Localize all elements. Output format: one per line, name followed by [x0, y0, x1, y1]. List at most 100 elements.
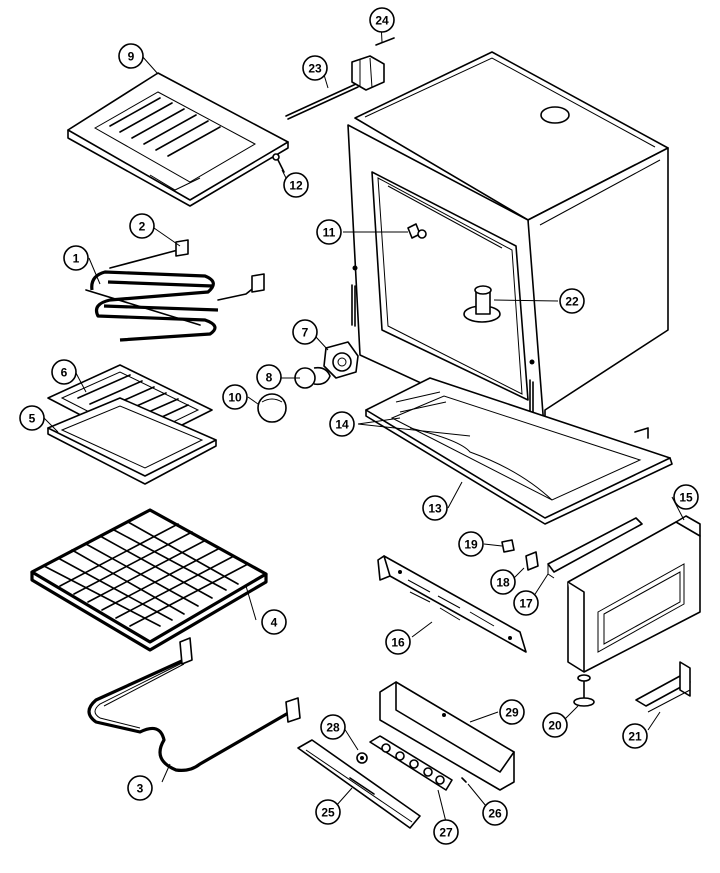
callout-bubble: [63, 245, 89, 271]
bake-element: [87, 637, 301, 772]
callout-bubble: [19, 405, 45, 431]
callout-number: 29: [505, 705, 519, 719]
callout-number: 19: [464, 537, 478, 551]
callout-24: 24: [369, 7, 395, 33]
broil-element: [85, 239, 265, 342]
storage-drawer-15: [567, 515, 701, 673]
callout-number: 15: [679, 490, 693, 504]
broil-pan-and-grid: [47, 364, 217, 485]
callout-5: 5: [19, 405, 45, 431]
front-trim-25: [297, 739, 421, 829]
callout-15: 15: [673, 484, 699, 510]
callout-bubble: [315, 799, 341, 825]
screw-19: [501, 539, 515, 553]
callout-26: 26: [482, 800, 508, 826]
callout-number: 16: [391, 635, 405, 649]
callout-number: 26: [488, 806, 502, 820]
callout-11: 11: [316, 219, 342, 245]
oven-bottom: [365, 377, 673, 525]
callout-28: 28: [320, 714, 346, 740]
callout-number: 21: [628, 729, 642, 743]
callout-number: 18: [496, 575, 510, 589]
callout-number: 1: [73, 251, 80, 265]
callout-10: 10: [222, 384, 248, 410]
callout-bubble: [118, 43, 144, 69]
callout-number: 22: [565, 294, 579, 308]
cavity-light-socket-11: [407, 223, 427, 239]
callout-bubble: [458, 531, 484, 557]
callout-bubble: [490, 569, 516, 595]
leveling-leg-20: [573, 674, 595, 707]
callout-bubble: [316, 219, 342, 245]
callout-number: 27: [439, 825, 453, 839]
callout-2: 2: [129, 213, 155, 239]
callout-3: 3: [127, 775, 153, 801]
anti-tip-bracket-21: [635, 661, 691, 713]
callout-bubble: [499, 699, 525, 725]
callout-1: 1: [63, 245, 89, 271]
callout-27: 27: [433, 819, 459, 845]
cavity-connector-22: [463, 285, 501, 323]
orifice-28: [356, 752, 368, 764]
callout-bubble: [433, 819, 459, 845]
callout-bubble: [369, 7, 395, 33]
bracket-16: [377, 555, 527, 653]
callout-20: 20: [542, 712, 568, 738]
callout-bubble: [329, 411, 355, 437]
callout-number: 2: [139, 219, 146, 233]
callout-number: 14: [335, 417, 349, 431]
leader-lines: [43, 22, 685, 823]
callout-number: 3: [137, 781, 144, 795]
callout-number: 12: [289, 178, 303, 192]
callout-bubble: [513, 590, 539, 616]
oven-sensor-assembly: [285, 37, 395, 120]
callout-8: 8: [256, 364, 282, 390]
callout-7: 7: [292, 319, 318, 345]
callout-22: 22: [559, 288, 585, 314]
callout-bubble: [385, 629, 411, 655]
oven-rack: [30, 508, 268, 652]
manifold-panel-29: [379, 681, 515, 791]
callout-bubble: [302, 55, 328, 81]
callout-bubble: [320, 714, 346, 740]
callout-12: 12: [283, 172, 309, 198]
callout-bubble: [261, 609, 287, 635]
callout-number: 7: [302, 325, 309, 339]
callout-number: 23: [308, 61, 322, 75]
callout-bubble: [51, 359, 77, 385]
callout-bubble: [559, 288, 585, 314]
callout-number: 25: [321, 805, 335, 819]
callout-number: 28: [326, 720, 340, 734]
callout-bubble: [256, 364, 282, 390]
callout-bubble: [622, 723, 648, 749]
callout-13: 13: [422, 495, 448, 521]
callout-bubble: [127, 775, 153, 801]
callout-25: 25: [315, 799, 341, 825]
callout-16: 16: [385, 629, 411, 655]
callout-bubble: [673, 484, 699, 510]
callout-number: 17: [519, 596, 533, 610]
callout-bubble: [422, 495, 448, 521]
callout-number: 4: [271, 615, 278, 629]
callout-number: 6: [61, 365, 68, 379]
callout-29: 29: [499, 699, 525, 725]
callout-6: 6: [51, 359, 77, 385]
callout-number: 9: [128, 49, 135, 63]
callout-18: 18: [490, 569, 516, 595]
callout-labels: 1234567891011121314151617181920212223242…: [19, 7, 699, 845]
callout-bubble: [283, 172, 309, 198]
callout-21: 21: [622, 723, 648, 749]
callout-4: 4: [261, 609, 287, 635]
callout-17: 17: [513, 590, 539, 616]
callout-number: 13: [428, 501, 442, 515]
callout-bubble: [482, 800, 508, 826]
callout-number: 11: [323, 225, 336, 239]
callout-number: 8: [266, 370, 273, 384]
oven-cavity: [347, 51, 669, 441]
callout-number: 20: [548, 718, 562, 732]
broil-deflector-plate: [67, 72, 289, 207]
callout-bubble: [129, 213, 155, 239]
fitting-26: [461, 777, 467, 783]
